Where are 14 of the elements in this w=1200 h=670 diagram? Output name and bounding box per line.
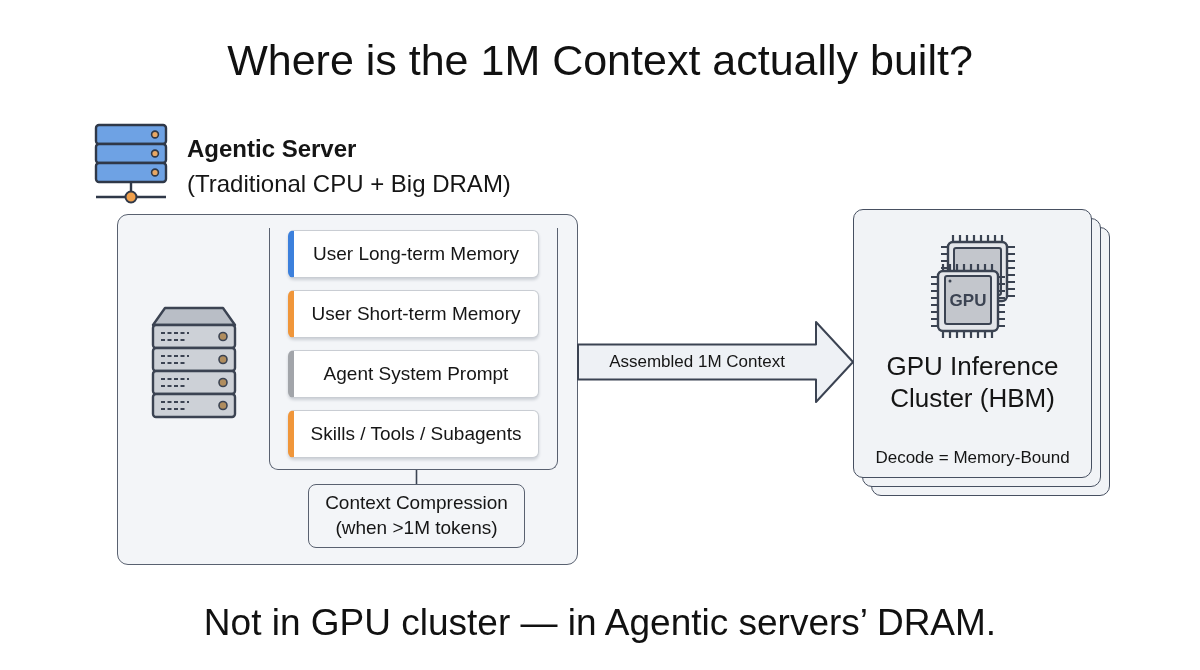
stack-panel [269,228,558,470]
group-title: Agentic Server [187,134,357,164]
cluster-title: GPU Inference Cluster (HBM) [885,351,1060,415]
chip-label: GPU [949,291,987,309]
memory-card: User Short-term Memory [288,290,539,338]
connector-line [415,469,418,485]
group-subtitle: (Traditional CPU + Big DRAM) [187,169,511,199]
memory-card: Skills / Tools / Subagents [288,410,539,458]
memory-card: User Long-term Memory [288,230,539,278]
memory-card: Agent System Prompt [288,350,539,398]
diagram-title: Where is the 1M Context actually built? [227,36,973,86]
diagram-caption: Not in GPU cluster — in Agentic servers’ DRAM. [203,602,997,645]
note-box: Context Compression (when >1M tokens) [308,484,525,548]
cluster-note: Decode = Memory-Bound [875,448,1070,468]
